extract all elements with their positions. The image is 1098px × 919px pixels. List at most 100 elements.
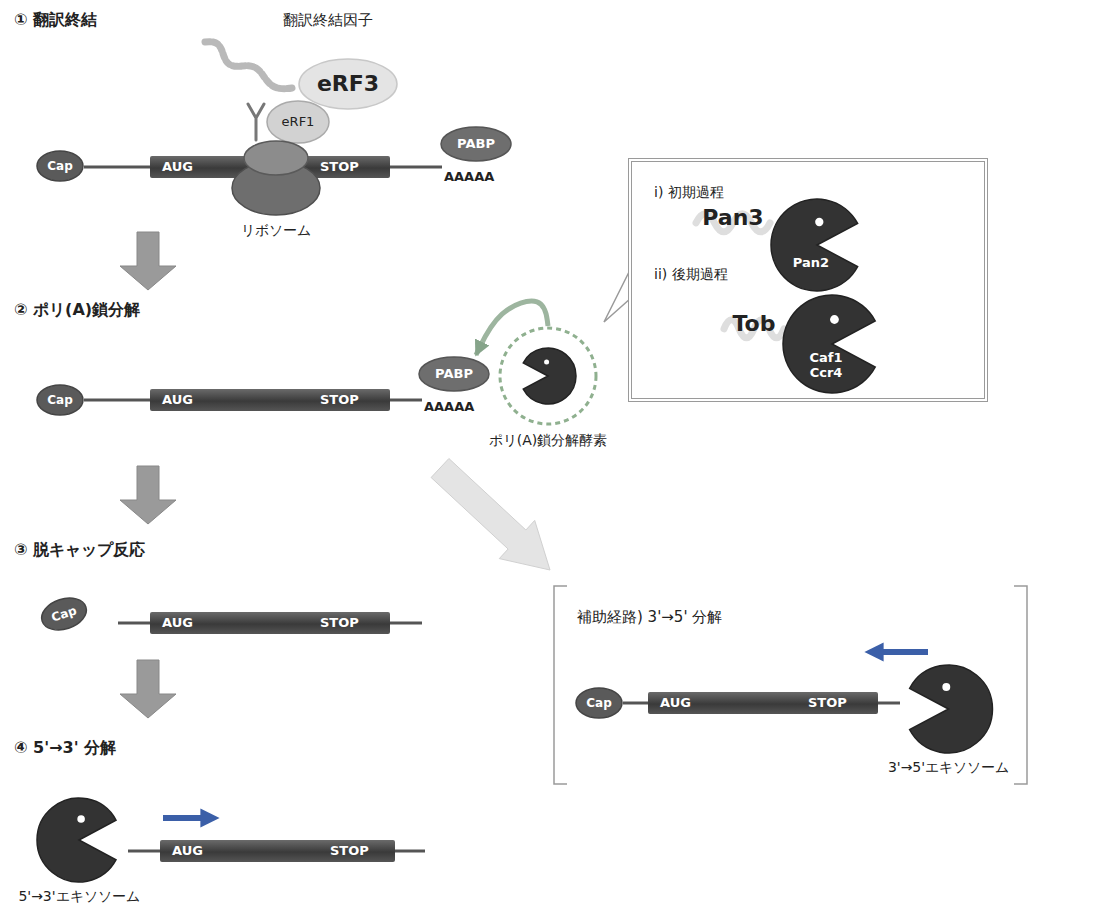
enzyme-circle: ポリ(A)鎖分解酵素 (478, 326, 618, 450)
node-text: PABP (435, 366, 473, 382)
text-holder: Tob (722, 304, 786, 344)
step-heading: ④ 5'→3' 分解 (14, 738, 116, 757)
pacman-enzyme: Pan2 (770, 198, 864, 292)
text-holder: AUG (162, 389, 193, 411)
text-holder: AUG (162, 156, 193, 178)
text-holder: STOP (808, 692, 847, 714)
pabp-protein: PABP (418, 356, 490, 392)
text-holder: リボソーム (228, 220, 324, 240)
node-text: Cap (586, 696, 612, 711)
mrna-body: AUG STOP (648, 692, 878, 714)
step-heading: ② ポリ(A)鎖分解 (14, 300, 140, 319)
text-holder: STOP (320, 612, 359, 634)
node-text: i) 初期過程 (654, 184, 724, 200)
process-arrow (120, 466, 176, 524)
process-arrow (120, 660, 176, 718)
text-holder: Cap (575, 687, 623, 719)
mrna-body: AUG STOP (150, 389, 390, 411)
release-factor: eRF1 (266, 100, 330, 144)
node-text: STOP (320, 392, 359, 408)
polya-tail: AAAAA (424, 399, 474, 414)
node-text: 補助経路) 3'→5' 分解 (577, 608, 722, 626)
text-holder: 5'→3'エキソソーム (4, 886, 154, 906)
node-text: PABP (457, 136, 495, 152)
step-heading: ③ 脱キャップ反応 (14, 540, 145, 559)
step-heading: ① 翻訳終結 (14, 10, 97, 29)
node-text: リボソーム (241, 222, 311, 238)
direction-arrow (874, 649, 928, 655)
factor-label: 翻訳終結因子 (283, 11, 373, 29)
node-text: 3'→5'エキソソーム (888, 759, 1009, 775)
node-text: STOP (320, 615, 359, 631)
node-text: AUG (162, 392, 193, 408)
text-holder: AUG (660, 692, 691, 714)
pacman-body (910, 665, 993, 753)
node-text: STOP (808, 695, 847, 711)
pathway-arrow (431, 459, 550, 571)
text-holder: eRF1 (266, 100, 330, 144)
node-text: eRF3 (317, 70, 379, 98)
text-holder: ポリ(A)鎖分解酵素 (478, 430, 618, 450)
node-text: STOP (330, 843, 369, 859)
text-holder: Cap (36, 384, 84, 416)
text-holder: STOP (320, 389, 359, 411)
cap-structure: Cap (36, 150, 84, 182)
text-holder: STOP (320, 156, 359, 178)
node-text: Caf1 Ccr4 (804, 351, 848, 381)
text-holder: PABP (440, 126, 512, 162)
bracket-panel: Cap AUG STOP 3'→5'エキソソーム 補助経路) 3'→5' 分解 (553, 585, 1028, 785)
exosome: 5'→3'エキソソーム (4, 796, 154, 908)
pacman-eye (830, 315, 839, 324)
label-holder: AAAAA (424, 396, 474, 415)
pacman-eye (544, 359, 549, 364)
release-factor: eRF3 (298, 58, 398, 110)
text-holder: Pan3 (694, 198, 772, 238)
direction-arrow (163, 815, 210, 821)
text-holder: STOP (330, 840, 369, 862)
callout-box: Pan3Pan2TobCaf1 Ccr4 i) 初期過程 ii) 後期過程 (628, 158, 988, 402)
exosome: 3'→5'エキソソーム (881, 663, 1016, 773)
label-holder: ③ 脱キャップ反応 (14, 540, 145, 561)
trna-symbol (248, 104, 264, 140)
node-text: ii) 後期過程 (654, 266, 728, 282)
node-text: AUG (172, 843, 203, 859)
text-holder: AUG (162, 612, 193, 634)
pacman-body (37, 798, 116, 882)
text-holder: ii) 後期過程 (654, 264, 728, 284)
label-holder: 翻訳終結因子 (283, 10, 373, 30)
pacman-body (523, 348, 576, 404)
node-text: 5'→3'エキソソーム (18, 888, 139, 904)
pacman-eye (77, 815, 85, 823)
node-text: eRF1 (282, 114, 315, 130)
process-arrow (120, 232, 176, 290)
label-holder: ① 翻訳終結 (14, 10, 97, 31)
node-text: Tob (733, 310, 776, 338)
text-holder: eRF3 (298, 58, 398, 110)
curved-arrow (476, 301, 548, 355)
label-holder: AAAAA (444, 166, 494, 185)
cap-structure: Cap (36, 591, 92, 636)
node-text: STOP (320, 159, 359, 175)
text-holder: 3'→5'エキソソーム (881, 757, 1016, 777)
pacman-enzyme: Caf1 Ccr4 (782, 294, 882, 394)
mrna-utr-lines (84, 167, 900, 851)
cap-structure: Cap (575, 687, 623, 719)
text-holder: PABP (418, 356, 490, 392)
pacman-shape (881, 663, 1016, 773)
pacman-body (783, 295, 875, 393)
node-text: AUG (162, 159, 193, 175)
text-holder: Caf1 Ccr4 (804, 351, 848, 381)
node-text: Pan2 (793, 255, 829, 270)
mrna-body: AUG STOP (160, 840, 395, 862)
pacman-eye (942, 683, 950, 691)
pacman-body (771, 199, 858, 291)
peptide-chain (205, 42, 292, 89)
cap-structure: Cap (36, 384, 84, 416)
mrna-body: AUG STOP (150, 612, 390, 634)
pacman-shape (770, 198, 864, 292)
pabp-protein: PABP (440, 126, 512, 162)
text-holder: 補助経路) 3'→5' 分解 (577, 607, 722, 627)
